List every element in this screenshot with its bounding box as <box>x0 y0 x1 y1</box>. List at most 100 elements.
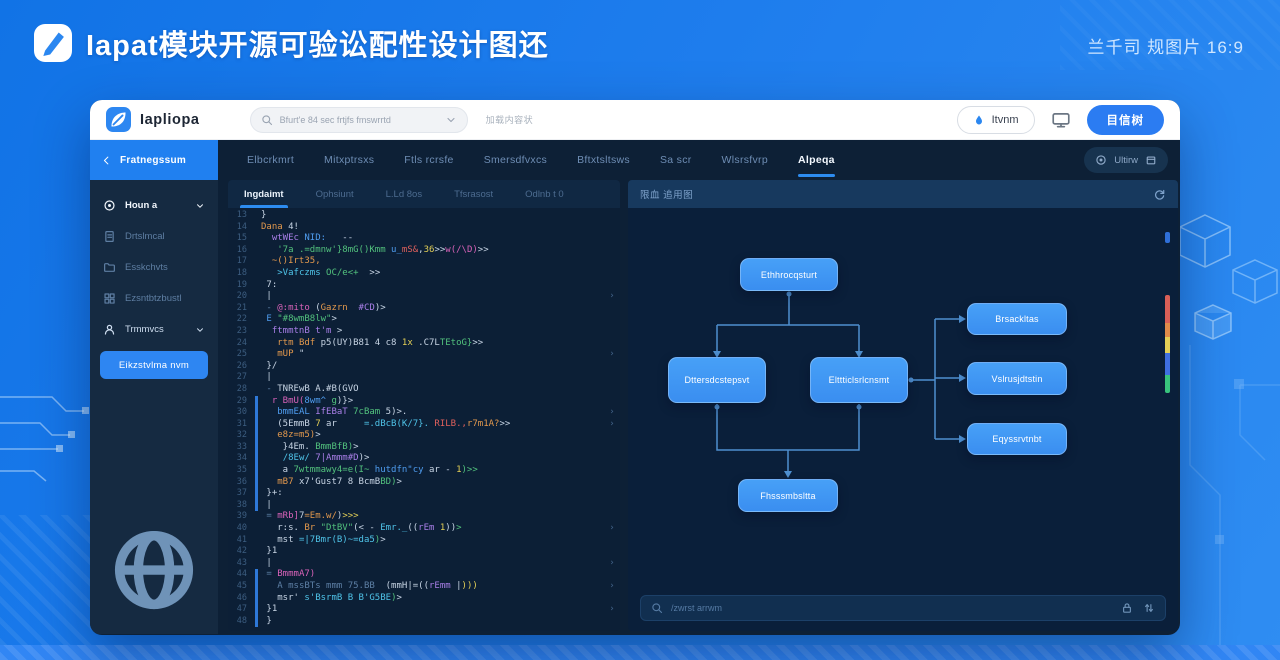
code-text: = mRb]7=Em.w/)>>> <box>266 511 359 522</box>
code-line: 20 |› <box>228 291 620 303</box>
code-line: 24 rtm Bdf p5(UY)B81 4 c8 1x .C7LTEtoG}>… <box>228 338 620 350</box>
primary-action-button[interactable]: 目信树 <box>1086 104 1164 135</box>
search-input[interactable]: Bfurt'e 84 sec frtjfs fmswrrtd <box>249 106 468 133</box>
fold-chevron-icon[interactable]: › <box>609 604 615 615</box>
sidebar-item-4[interactable]: Ezsntbtzbustl <box>90 285 218 312</box>
fold-chevron-icon[interactable]: › <box>609 291 615 302</box>
sidebar-item-label: Esskchvts <box>125 262 168 273</box>
flow-node-bottom[interactable]: Fhsssmbsltta <box>738 479 838 512</box>
line-number: 30 <box>236 407 247 418</box>
line-number: 20 <box>236 291 247 302</box>
search-icon <box>651 602 663 614</box>
theme-button[interactable]: Itvnm <box>956 105 1035 134</box>
diagram-header: 限血 追用图 <box>628 180 1178 208</box>
fold-chevron-icon[interactable]: › <box>609 349 615 360</box>
tab-1[interactable]: Elbcrkmrt <box>247 154 295 166</box>
lock-icon[interactable] <box>1121 602 1133 614</box>
updown-icon[interactable] <box>1143 602 1155 614</box>
sidebar-item-label: Ezsntbtzbustl <box>125 293 182 304</box>
sidebar-item-5[interactable]: Trmmvcs <box>90 316 218 343</box>
code-text: ftmmtnB t'm > <box>271 325 343 336</box>
flow-node-right-3[interactable]: Eqyssrvtnbt <box>967 423 1067 455</box>
fold-chevron-icon[interactable]: › <box>609 418 615 429</box>
flowchart-canvas[interactable]: Ethhrocqsturt Dttersdcstepsvt Elttticlsr… <box>628 208 1178 631</box>
sidebar-header[interactable]: Fratnegssum <box>90 140 218 180</box>
tab-4[interactable]: Smersdfvxcs <box>483 154 548 166</box>
sidebar-cta-button[interactable]: Eikzstvlma nvm <box>100 351 208 379</box>
user-icon <box>103 323 116 336</box>
fold-chevron-icon[interactable]: › <box>609 557 615 568</box>
editor-tab-1[interactable]: Ingdaimt <box>228 180 300 208</box>
line-number: 14 <box>236 221 247 232</box>
fold-chevron-icon[interactable]: › <box>609 581 615 591</box>
code-line: 17 ~()Irt35, <box>228 256 620 268</box>
globe-icon[interactable] <box>104 520 204 620</box>
editor-tab-2[interactable]: Ophsiunt <box>315 188 354 200</box>
line-number: 25 <box>236 349 247 360</box>
sidebar-item-label: Houn a <box>125 200 158 211</box>
line-number: 23 <box>236 325 247 336</box>
line-number: 13 <box>236 210 247 220</box>
line-number: 46 <box>236 592 247 603</box>
flow-node-right-1[interactable]: Brsackltas <box>967 303 1067 335</box>
tab-2[interactable]: Mitxptrsxs <box>324 154 375 166</box>
code-line: 21 - @:mito (Gazrn #CD)> <box>228 303 620 315</box>
tab-8[interactable]: Alpeqa <box>783 140 850 180</box>
tab-6[interactable]: Sa scr <box>659 154 692 166</box>
tab-7[interactable]: Wlsrsfvrp <box>721 154 768 166</box>
flow-node-center[interactable]: Elttticlsrlcnsmt <box>810 357 908 403</box>
sidebar-item-1[interactable]: Houn a <box>90 192 218 219</box>
line-number: 44 <box>236 569 247 580</box>
flow-node-right-2[interactable]: Vslrusjdtstin <box>967 362 1067 395</box>
code-text: e8z=m5)> <box>277 430 321 441</box>
grid-decoration-bottom-right <box>1170 345 1280 645</box>
tabbar-right-pill[interactable]: Ultirw <box>1084 147 1168 173</box>
tab-3[interactable]: Ftls rcrsfe <box>404 154 454 166</box>
code-text: }1 <box>261 546 278 557</box>
line-number: 32 <box>236 430 247 441</box>
line-number: 18 <box>236 267 247 278</box>
minimap-segment <box>1165 353 1170 375</box>
code-line: 46 msr' s'BsrmB B B'G5BE)> <box>228 592 620 605</box>
sidebar-item-3[interactable]: Esskchvts <box>90 254 218 281</box>
chevron-down-icon <box>195 201 205 211</box>
tabbar-pill-label: Ultirw <box>1114 154 1138 166</box>
editor-tab-3[interactable]: L.Ld 8os <box>385 188 423 200</box>
code-line: 18 >Vafczms OC/e<+ >> <box>228 268 620 280</box>
code-text: A mssBTs mmm 75.BB (mmH|=((rEmm |))) <box>277 581 478 591</box>
refresh-icon[interactable] <box>1153 188 1166 201</box>
code-line: 38 | <box>228 499 620 512</box>
drop-icon <box>973 114 985 126</box>
minimap-scroll-dot <box>1165 232 1170 243</box>
tab-5[interactable]: Bftxtsltsws <box>577 154 630 166</box>
diagram-search-bar[interactable]: /zwrst arrwm <box>640 595 1166 621</box>
monitor-icon[interactable] <box>1051 111 1071 129</box>
code-text: a 7wtmmawy4=e(I~ hutdfn"cy ar - 1)>> <box>261 465 478 476</box>
code-line: 37 }+: <box>228 488 620 500</box>
editor-tab-5[interactable]: Odlnb t 0 <box>525 188 564 200</box>
page-meta-text: 兰千司 规图片 16:9 <box>1087 38 1244 57</box>
code-line: 28 - TNREwB A.#B(GVO <box>228 384 620 396</box>
target-icon <box>103 199 116 212</box>
editor-tabs: Ingdaimt Ophsiunt L.Ld 8os Tfsrasost Odlnb t… <box>228 180 620 208</box>
page-header: Iapat模块开源可验讼配性设计图还 <box>34 22 549 64</box>
app-logo-leaf-icon <box>106 107 131 132</box>
code-editor-panel: Ingdaimt Ophsiunt L.Ld 8os Tfsrasost Odlnb t… <box>228 180 620 631</box>
line-number: 36 <box>236 476 247 487</box>
flow-connectors <box>713 291 966 478</box>
sidebar-item-2[interactable]: Drtslmcal <box>90 223 218 250</box>
code-line: 22 E "#8wmB8lw"> <box>228 314 620 326</box>
fold-chevron-icon[interactable]: › <box>609 407 615 418</box>
editor-tab-4[interactable]: Tfsrasost <box>454 188 494 200</box>
minimap-segment <box>1165 323 1170 337</box>
code-text: mst =|7Bmr(B)~=da5)> <box>261 534 386 545</box>
code-line: 32 e8z=m5)> <box>228 430 620 442</box>
code-text: - TNREwB A.#B(GVO <box>266 383 359 394</box>
flow-node-left[interactable]: Dttersdcstepsvt <box>668 357 766 403</box>
line-number: 37 <box>236 488 247 499</box>
fold-chevron-icon[interactable]: › <box>609 523 615 534</box>
flow-node-top[interactable]: Ethhrocqsturt <box>740 258 838 291</box>
